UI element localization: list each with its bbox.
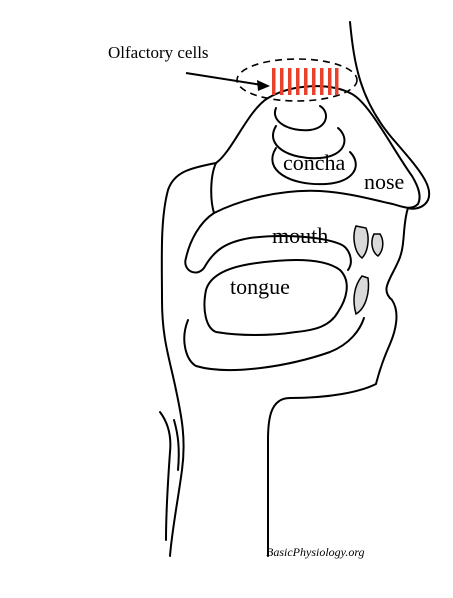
nose-label: nose — [364, 169, 404, 194]
mouth-label: mouth — [272, 223, 328, 248]
tongue-outline — [203, 259, 348, 336]
lower-jaw-outline — [183, 317, 365, 371]
upper-tooth — [353, 225, 369, 259]
airway-outline — [173, 419, 180, 471]
olfactory-cell — [328, 68, 332, 95]
concha-curl-2 — [272, 125, 346, 160]
olfactory-cell — [312, 68, 316, 95]
olfactory-cell — [304, 68, 308, 95]
face-profile-outline — [267, 21, 431, 557]
olfactory-arrowhead — [257, 80, 270, 91]
concha-label: concha — [283, 150, 346, 175]
epiglottis-outline — [159, 411, 172, 541]
olfactory-cell — [280, 68, 284, 95]
olfactory-cell — [288, 68, 292, 95]
olfactory-cell — [272, 68, 276, 95]
palate-outline — [184, 212, 352, 274]
lower-tooth — [353, 275, 370, 316]
olfactory-cells — [272, 68, 339, 95]
nasal-cavity — [210, 85, 421, 214]
olfactory-cell — [296, 68, 300, 95]
olfactory-cell — [320, 68, 324, 95]
olfactory-region-outline — [236, 58, 358, 102]
upper-tooth-rear — [371, 233, 384, 257]
posterior-pharynx-outline — [160, 162, 217, 557]
olfactory-cells-label: Olfactory cells — [108, 43, 209, 62]
olfactory-cell — [335, 68, 339, 95]
olfactory-arrow — [185, 72, 263, 86]
concha-curl-3 — [271, 147, 357, 186]
tongue-label: tongue — [230, 274, 290, 299]
credit-text: BasicPhysiology.org — [266, 545, 365, 559]
concha-curl-1 — [273, 105, 327, 132]
